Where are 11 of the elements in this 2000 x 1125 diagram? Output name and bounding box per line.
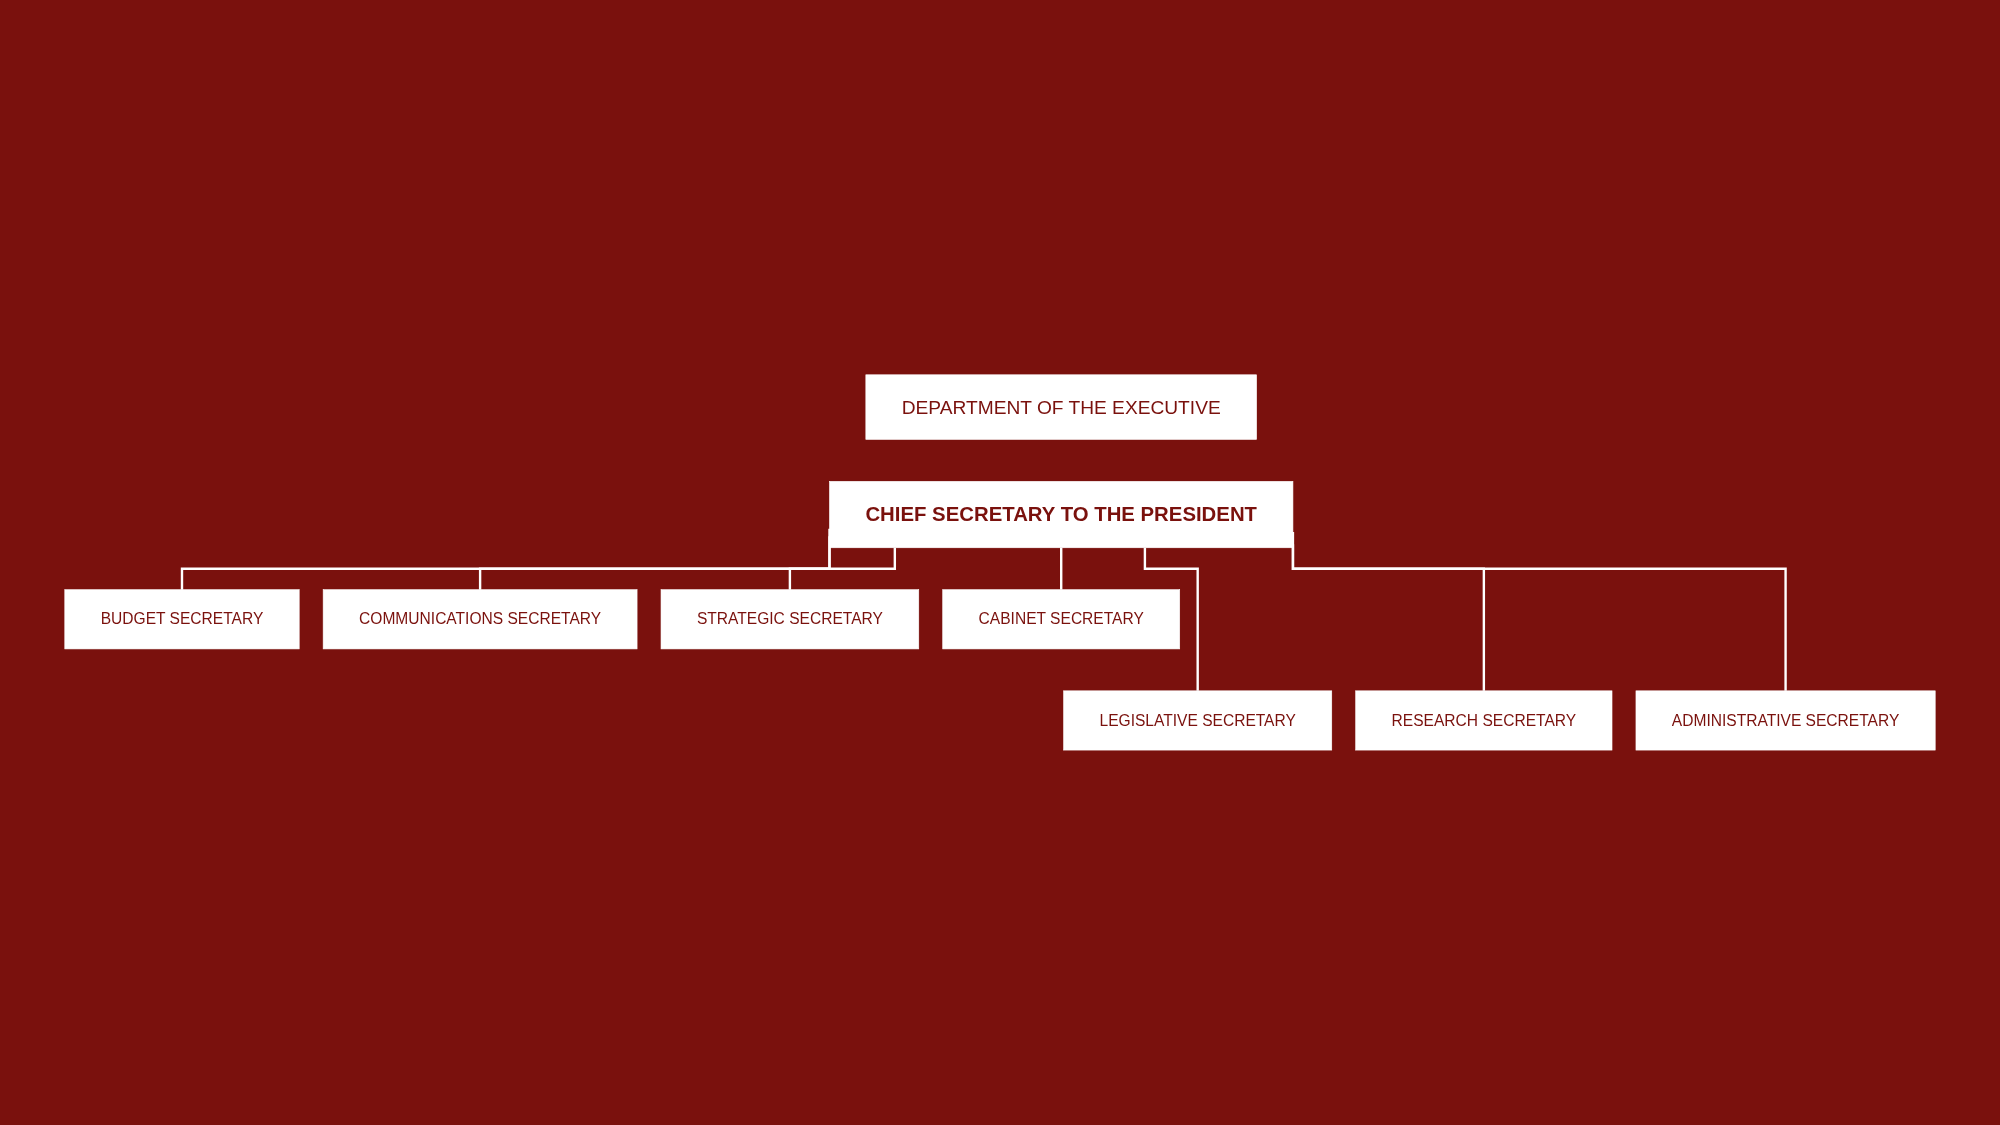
node-box: STRATEGIC SECRETARY (660, 589, 920, 650)
connector (788, 547, 897, 591)
node-box: COMMUNICATIONS SECRETARY (322, 589, 638, 650)
node-box: ADMINISTRATIVE SECRETARY (1635, 690, 1936, 751)
node-box: DEPARTMENT OF THE EXECUTIVE (865, 374, 1257, 440)
connector (1060, 547, 1063, 591)
node-box: BUDGET SECRETARY (64, 589, 300, 650)
node-box: RESEARCH SECRETARY (1355, 690, 1613, 751)
node-box: CHIEF SECRETARY TO THE PRESIDENT (829, 481, 1294, 549)
node-box: CABINET SECRETARY (942, 589, 1180, 650)
node-box: LEGISLATIVE SECRETARY (1063, 690, 1333, 751)
